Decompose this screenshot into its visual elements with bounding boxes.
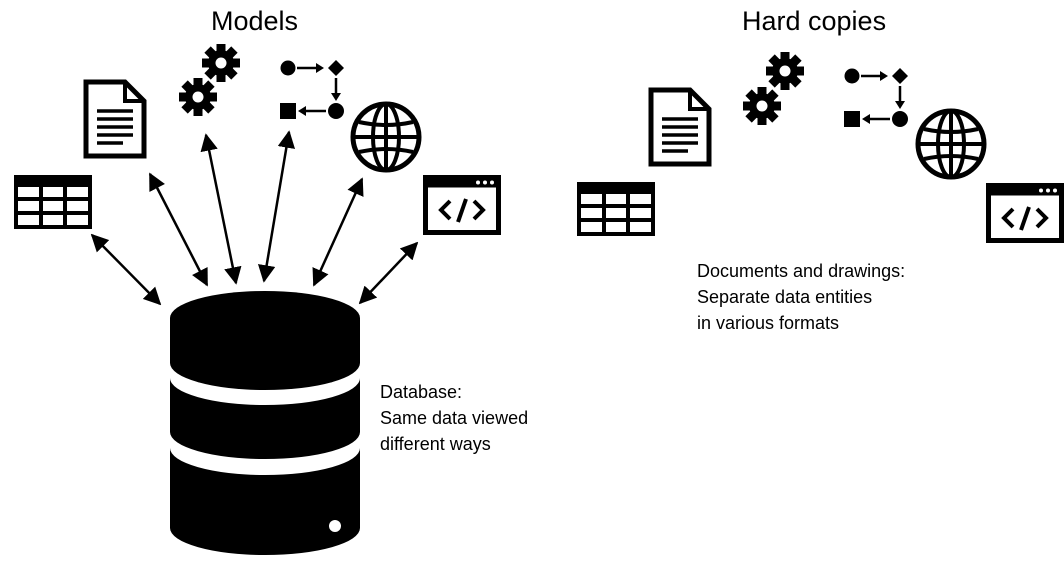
- gear-icon: [743, 87, 781, 125]
- gear-icon: [179, 78, 217, 116]
- table-icon: [14, 175, 92, 229]
- document-icon: [651, 90, 709, 164]
- globe-db-arrow: [312, 177, 364, 287]
- globe-icon: [353, 104, 419, 170]
- globe-icon: [918, 111, 984, 177]
- gear-icon: [766, 52, 804, 90]
- workflow-icon: [844, 68, 910, 129]
- gear-icon: [202, 44, 240, 82]
- table-icon: [577, 182, 655, 236]
- gears-db-arrow: [200, 133, 242, 285]
- database-caption-line: Same data viewed: [380, 408, 529, 428]
- code-window-icon: [426, 178, 499, 233]
- connection-arrows: [90, 130, 419, 306]
- hard-copies-caption: Documents and drawings: Separate data en…: [697, 258, 905, 336]
- workflow-db-arrow: [257, 130, 296, 283]
- code-db-arrow: [358, 241, 419, 305]
- hard-copies-caption-line: Documents and drawings:: [697, 261, 906, 281]
- hard-copies-caption-line: Separate data entities: [697, 287, 873, 307]
- database-caption-line: different ways: [380, 434, 491, 454]
- workflow-icon: [280, 60, 346, 121]
- database-caption-line: Database:: [380, 382, 463, 402]
- hard-copies-title: Hard copies: [742, 6, 887, 36]
- database-caption: Database: Same data viewed different way…: [380, 379, 528, 457]
- table-db-arrow: [90, 233, 162, 306]
- database-icon: [170, 291, 360, 555]
- document-db-arrow: [148, 172, 209, 287]
- code-window-icon: [989, 186, 1062, 241]
- hard-copies-caption-line: in various formats: [697, 313, 840, 333]
- document-icon: [86, 82, 144, 156]
- models-title: Models: [211, 6, 299, 36]
